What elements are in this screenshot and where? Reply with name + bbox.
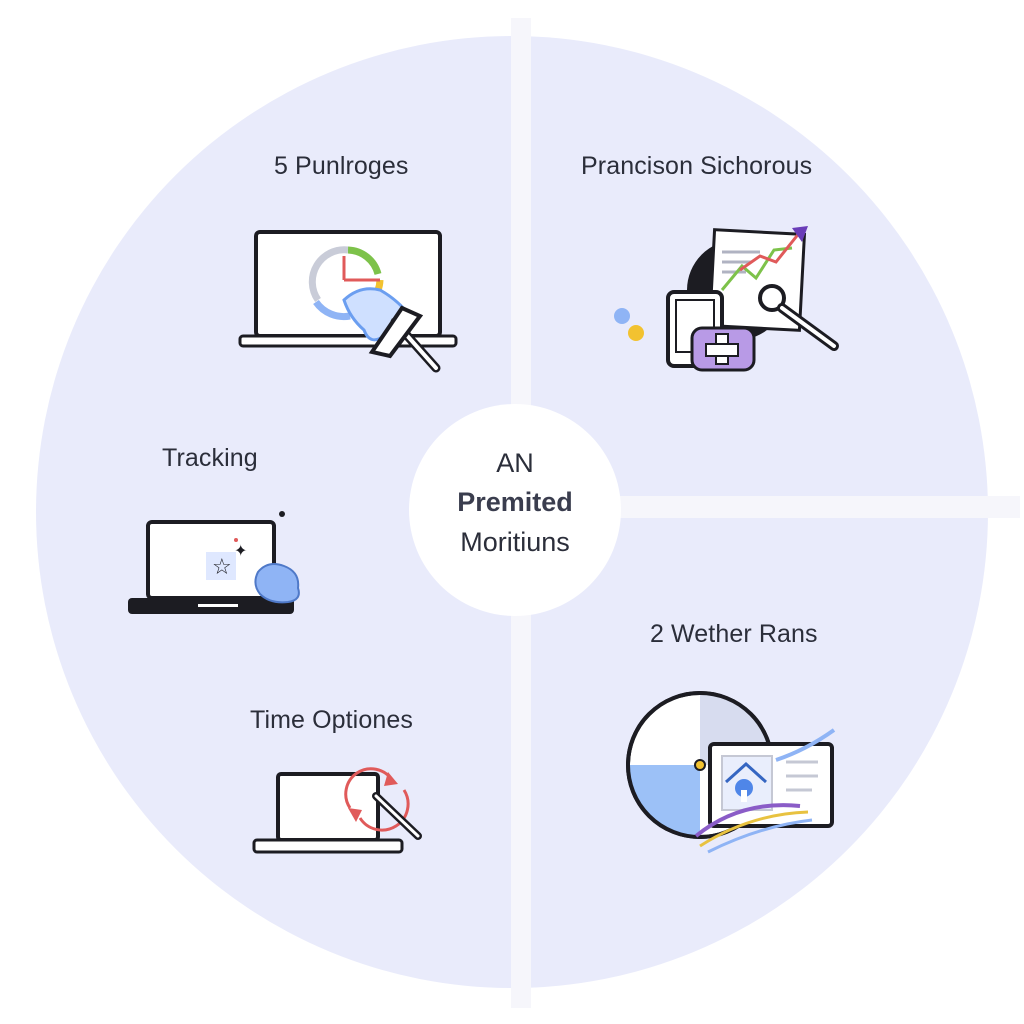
section-label: 2 Wether Rans bbox=[650, 620, 818, 648]
report-magnifier-icon bbox=[614, 226, 839, 372]
laptop-gauge-icon bbox=[238, 230, 458, 373]
center-hub bbox=[409, 404, 621, 616]
svg-text:✦: ✦ bbox=[234, 541, 247, 560]
divider-horizontal-right bbox=[520, 496, 1020, 518]
section-label: Prancison Sichorous bbox=[581, 152, 813, 180]
center-title-line2: Premited bbox=[457, 487, 573, 517]
pie-card-icon bbox=[626, 691, 836, 854]
center-title-line1: AN bbox=[496, 448, 534, 478]
section-label: Time Optiones bbox=[250, 706, 413, 734]
center-title-line3: Moritiuns bbox=[460, 527, 570, 557]
laptop-stars-icon: ☆ ✦ bbox=[128, 511, 300, 614]
svg-text:☆: ☆ bbox=[212, 555, 232, 580]
laptop-refresh-icon bbox=[252, 767, 422, 854]
section-label: Tracking bbox=[162, 444, 258, 472]
section-label: 5 Punlroges bbox=[274, 152, 409, 180]
